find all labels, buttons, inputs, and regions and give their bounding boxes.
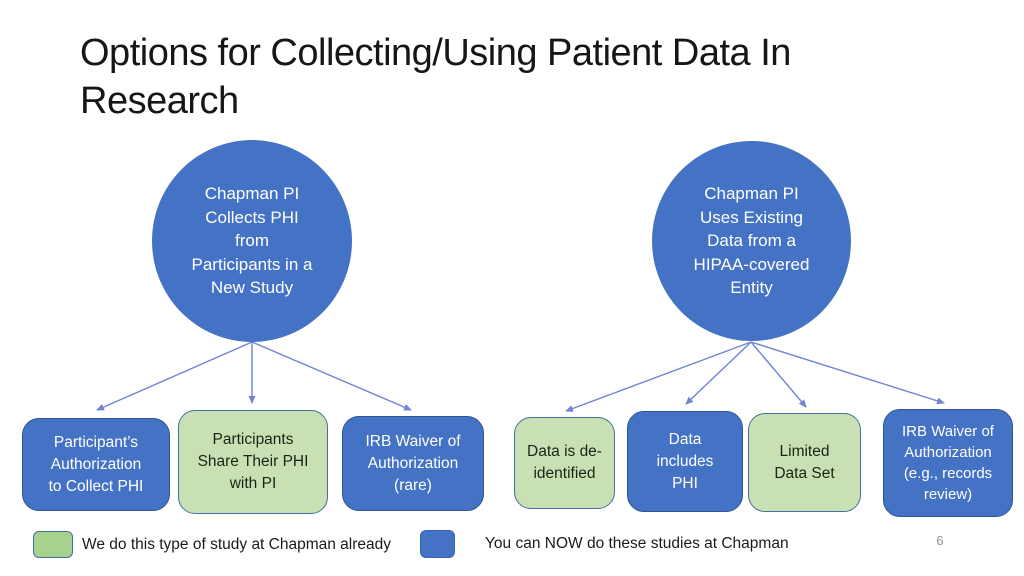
legend-green-swatch [33,531,73,558]
node-box-participant-authorization: Participant’s Authorization to Collect P… [22,418,170,511]
page-number: 6 [936,533,944,548]
node-box-label: Data is de- identified [527,443,602,482]
connector-arrow [750,341,807,408]
legend-blue: You can NOW do these studies at Chapman [420,530,789,558]
node-box-label: Data includes PHI [656,430,714,492]
node-box-data-deidentified: Data is de- identified [514,417,615,509]
node-box-data-includes-phi: Data includes PHI [627,411,743,512]
node-box-irb-waiver-rare: IRB Waiver of Authorization (rare) [342,416,484,511]
legend-blue-label: You can NOW do these studies at Chapman [485,535,789,552]
connector-arrow [750,341,945,405]
node-circle-collects-phi-label: Chapman PI Collects PHI from Participant… [191,184,313,298]
node-box-label: Participant’s Authorization to Collect P… [48,433,144,495]
connector-arrow [251,341,412,411]
connector-arrow [685,341,752,405]
legend-blue-swatch [420,530,455,558]
slide-title: Options for Collecting/Using Patient Dat… [80,32,791,122]
node-circle-collects-phi: Chapman PI Collects PHI from Participant… [152,140,352,342]
connector-arrow [565,341,752,412]
node-box-label: IRB Waiver of Authorization (rare) [365,432,461,494]
node-box-limited-data-set: Limited Data Set [748,413,861,512]
node-box-label: IRB Waiver of Authorization (e.g., recor… [902,423,994,503]
node-circle-uses-existing-data-label: Chapman PI Uses Existing Data from a HIP… [693,184,810,298]
node-box-label: Limited Data Set [774,442,835,482]
legend-green: We do this type of study at Chapman alre… [33,531,391,558]
node-box-participants-share-phi: Participants Share Their PHI with PI [178,410,328,514]
node-circle-uses-existing-data: Chapman PI Uses Existing Data from a HIP… [652,141,851,341]
node-box-label: Participants Share Their PHI with PI [197,431,309,492]
legend-green-label: We do this type of study at Chapman alre… [82,535,392,553]
connector-arrow [96,341,253,411]
node-box-irb-waiver-records-review: IRB Waiver of Authorization (e.g., recor… [883,409,1013,517]
